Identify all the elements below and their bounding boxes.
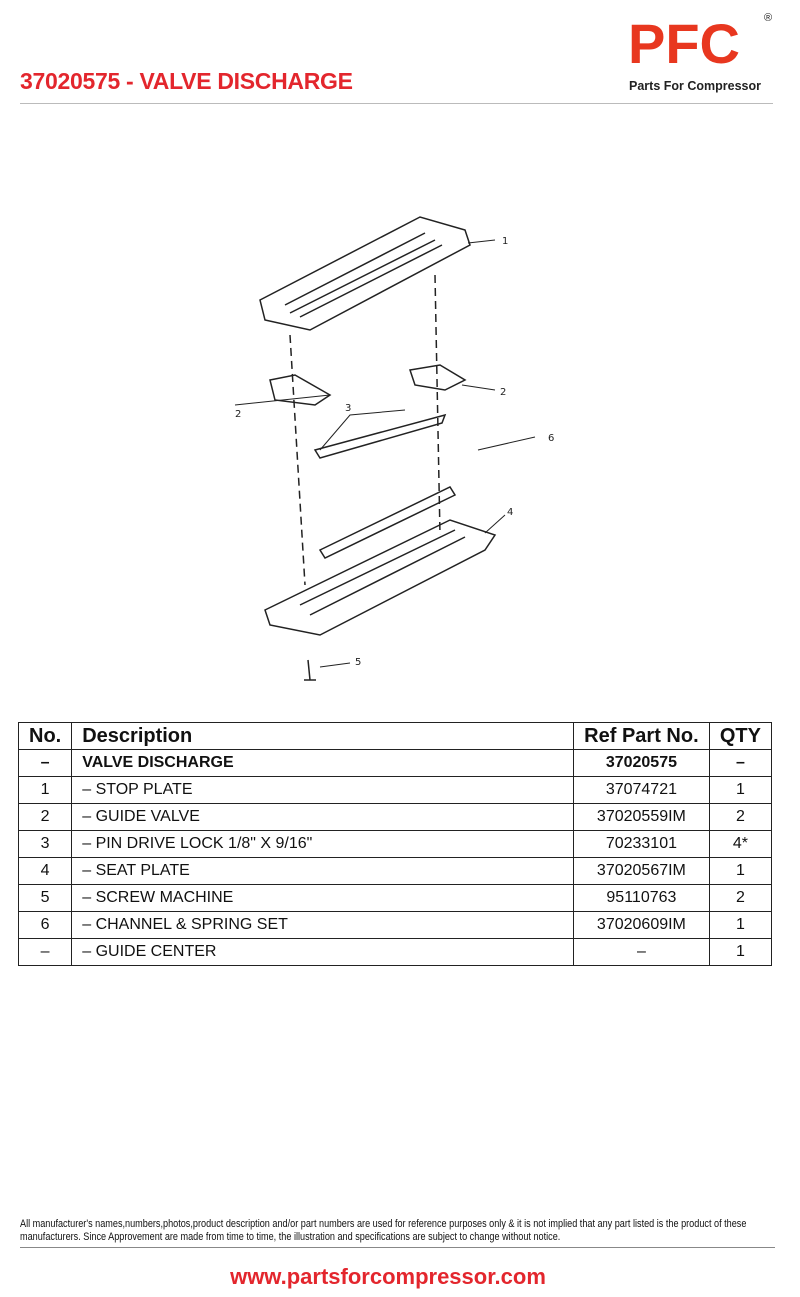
logo-mark: PFC	[628, 12, 740, 75]
row-ref-part: 37074721	[572, 776, 710, 804]
row-description: – PIN DRIVE LOCK 1/8" X 9/16"	[71, 830, 574, 858]
table-header: No. Description Ref Part No. QTY	[17, 722, 773, 750]
callout-2-left: 2	[235, 409, 241, 420]
row-ref-part: 37020575	[572, 749, 710, 777]
page-title: 37020575 - VALVE DISCHARGE	[20, 68, 353, 94]
pfc-logo: PFC ® Parts For Compressor	[628, 12, 778, 97]
row-ref-part: 37020609IM	[572, 911, 710, 939]
callout-4: 4	[507, 507, 513, 518]
col-description: Description	[71, 722, 574, 750]
registered-icon: ®	[764, 12, 773, 24]
header-divider	[20, 103, 773, 104]
row-qty: 2	[708, 884, 773, 912]
row-qty: –	[708, 749, 773, 777]
disclaimer: All manufacturer's names,numbers,photos,…	[20, 1218, 747, 1243]
callout-5: 5	[355, 657, 361, 668]
callout-1: 1	[502, 236, 508, 247]
spring	[313, 413, 447, 459]
callout-2-right: 2	[500, 387, 506, 398]
row-no: –	[17, 938, 73, 966]
table-row: –– GUIDE CENTER–1	[17, 938, 773, 966]
logo-tagline: Parts For Compressor	[629, 79, 761, 93]
col-qty: QTY	[708, 722, 773, 750]
parts-table: No. Description Ref Part No. QTY –VALVE …	[17, 722, 773, 966]
col-ref-part: Ref Part No.	[572, 722, 710, 750]
website-link[interactable]: www.partsforcompressor.com	[230, 1264, 546, 1289]
row-no: 6	[17, 911, 73, 939]
row-description: – GUIDE VALVE	[71, 803, 574, 831]
row-ref-part: 95110763	[572, 884, 710, 912]
row-ref-part: 37020559IM	[572, 803, 710, 831]
row-description: VALVE DISCHARGE	[71, 749, 574, 777]
row-ref-part: –	[572, 938, 710, 966]
callout-6: 6	[548, 433, 554, 444]
exploded-diagram: 1 2 2 3 6 4 5	[234, 216, 554, 681]
row-qty: 2	[708, 803, 773, 831]
row-no: 5	[17, 884, 73, 912]
row-description: – SEAT PLATE	[71, 857, 574, 885]
channel	[318, 486, 457, 559]
stop-plate	[259, 216, 471, 331]
col-no: No.	[17, 722, 73, 750]
screw	[304, 659, 316, 681]
callout-3: 3	[345, 403, 351, 414]
row-description: – STOP PLATE	[71, 776, 574, 804]
row-no: 1	[17, 776, 73, 804]
seat-plate	[264, 519, 497, 636]
row-no: –	[17, 749, 73, 777]
row-no: 3	[17, 830, 73, 858]
row-qty: 1	[708, 911, 773, 939]
row-description: – GUIDE CENTER	[71, 938, 574, 966]
row-qty: 1	[708, 857, 773, 885]
row-no: 4	[17, 857, 73, 885]
row-qty: 1	[708, 776, 773, 804]
row-description: – SCREW MACHINE	[71, 884, 574, 912]
row-qty: 4*	[708, 830, 773, 858]
row-description: – CHANNEL & SPRING SET	[71, 911, 574, 939]
row-ref-part: 37020567IM	[572, 857, 710, 885]
row-qty: 1	[708, 938, 773, 966]
footer-divider	[20, 1247, 775, 1248]
row-no: 2	[17, 803, 73, 831]
guide-valves	[269, 364, 467, 406]
row-ref-part: 70233101	[572, 830, 710, 858]
